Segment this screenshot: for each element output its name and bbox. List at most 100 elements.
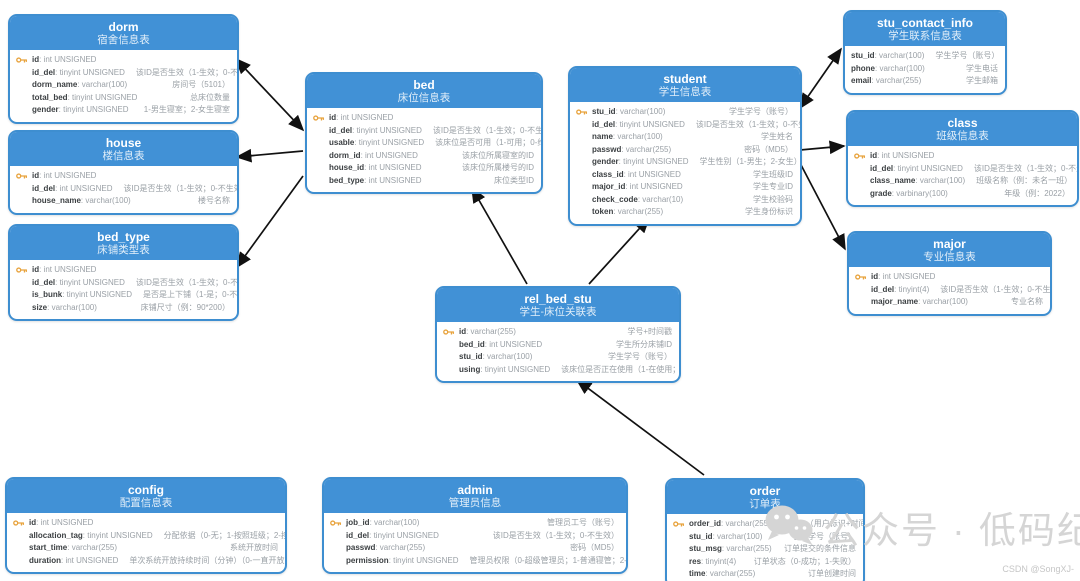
relation-arrow-bed-dorm [234,57,305,132]
table-header: class 班级信息表 [848,112,1077,146]
table-header: config 配置信息表 [7,479,285,513]
table-subtitle: 学生信息表 [658,86,712,98]
field-name: id: varchar(255) [459,327,516,336]
table-subtitle: 管理员信息 [448,497,502,509]
field-comment: 学生身份标识 [745,207,793,216]
field-comment: 楼号名称 [198,196,230,205]
field-row: class_name: varchar(100)班级名称（例：未名一班） [848,175,1077,188]
field-name: passwd: varchar(255) [592,144,672,154]
table-admin[interactable]: admin 管理员信息 job_id: varchar(100)管理员工号（账号… [322,477,628,574]
field-comment: 该ID是否生效（1-生效；0-不生效） [135,67,239,77]
key-slot [855,273,868,281]
key-icon [16,267,28,273]
table-name: dorm [108,20,139,34]
key-slot [16,266,29,274]
table-subtitle: 班级信息表 [936,130,989,142]
field-name: time: varchar(255) [689,569,756,578]
field-comment: 单次系统开放持续时间（分钟）（0-一直开放） [129,555,287,565]
field-comment: 学生电话 [966,63,998,73]
field-row: time: varchar(255)订单创建时间 [667,568,863,581]
field-row: size: varchar(100)床铺尺寸（例：90*200） [10,302,237,315]
relation-arrow-student-class [799,140,846,155]
key-icon [13,520,25,526]
table-student[interactable]: student 学生信息表 stu_id: varchar(100)学生学号（账… [568,66,802,226]
field-row: res: tinyint(4)订单状态（0-成功；1-失败） [667,556,863,569]
field-comment: 该床位所属楼号的ID [462,163,534,172]
field-comment: 学生学号（账号） [729,107,793,116]
table-name: class [947,116,978,130]
key-slot [576,108,589,116]
key-slot [854,152,867,160]
key-icon [854,153,866,159]
field-row: stu_id: varchar(100)学生学号（账号） [570,106,800,119]
field-comment: 学生姓名 [761,132,793,141]
field-name: id: int UNSIGNED [871,272,936,281]
table-fields: stu_id: varchar(100)学生学号（账号）id_del: tiny… [570,102,800,224]
field-name: using: tinyint UNSIGNED [459,364,551,374]
field-comment: 年级（例：2022） [1004,188,1070,198]
table-stu_contact_info[interactable]: stu_contact_info 学生联系信息表 stu_id: varchar… [843,10,1007,95]
field-row: id: varchar(255)学号+时间戳 [437,326,679,339]
field-name: major_id: int UNSIGNED [592,182,683,191]
field-name: order_id: varchar(255) [689,519,771,528]
field-name: id_del: tinyint UNSIGNED [346,530,439,540]
field-name: id: int UNSIGNED [329,113,394,122]
table-rel_bed_stu[interactable]: rel_bed_stu 学生-床位关联表 id: varchar(255)学号+… [435,286,681,383]
field-name: class_id: int UNSIGNED [592,169,681,179]
field-comment: 班级名称（例：未名一班） [976,176,1073,185]
field-row: id: int UNSIGNED [10,54,237,67]
field-name: id_del: tinyint UNSIGNED [32,277,125,287]
field-comment: 专业名称 [1011,297,1043,306]
field-comment: 管理员权限（0-超级管理员；1-普通寝管；2-校方领导） [469,555,627,565]
field-name: house_name: varchar(100) [32,196,131,205]
field-comment: 该床位是否正在使用（1-在使用；0-已退宿） [561,364,681,374]
table-subtitle: 宿舍信息表 [97,34,150,46]
field-name: res: tinyint(4) [689,556,737,566]
field-comment: 管理员工号（账号） [547,518,619,527]
table-fields: job_id: varchar(100) 管理员工号（账号） id_del: tin… [324,513,626,572]
table-order[interactable]: order 订单表 order_id: varchar(255)订单ID（用户标… [665,478,865,581]
field-comment: 系统开放时间 [230,543,278,552]
field-name: total_bed: tinyint UNSIGNED [32,92,138,102]
field-comment: 密码（MD5） [570,543,619,552]
field-comment: 该ID是否生效（1-生效；0-不生效） [695,119,800,129]
field-name: is_bunk: tinyint UNSIGNED [32,290,133,299]
table-fields: stu_id: varchar(100)学生学号（账号）phone: varch… [845,46,1005,93]
field-row: token: varchar(255)学生身份标识 [570,206,800,219]
field-row: stu_id: varchar(100)学生学号（账号） [845,50,1005,63]
field-row: passwd: varchar(255)密码（MD5） [570,144,800,157]
field-row: phone: varchar(100)学生电话 [845,63,1005,76]
field-name: id_del: tinyint UNSIGNED [592,119,685,129]
field-name: size: varchar(100) [32,302,97,312]
key-slot [13,519,26,527]
field-name: check_code: varchar(10) [592,194,684,204]
table-subtitle: 订单表 [749,498,781,510]
relation-arrow-student-stu_contact_info [799,47,842,110]
field-comment: 学生学号（账号） [792,531,856,541]
table-fields: id: int UNSIGNED id_del: tinyint UNSIGNED… [307,108,541,192]
field-name: job_id: varchar(100) [346,518,420,527]
field-row: order_id: varchar(255)订单ID（用户标识+时间戳） [667,518,863,531]
key-slot [16,56,29,64]
key-slot [313,114,326,122]
